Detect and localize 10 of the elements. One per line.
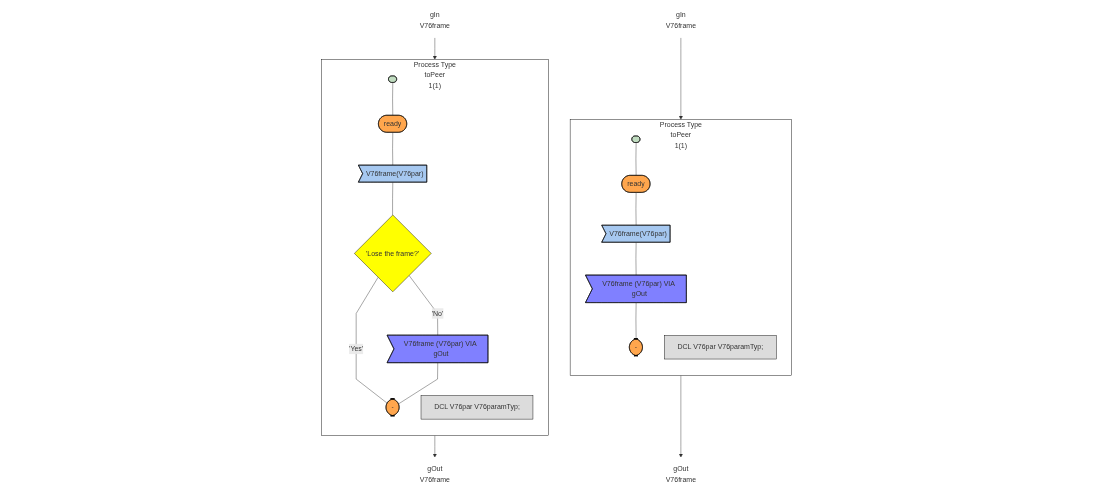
connector [392, 132, 393, 166]
connector [635, 302, 637, 340]
connector [635, 142, 637, 176]
connector [635, 242, 637, 276]
connector [398, 362, 438, 405]
connector [355, 277, 388, 404]
connector [392, 182, 393, 216]
connector [392, 82, 393, 116]
connector [408, 275, 438, 336]
connector [635, 192, 637, 226]
